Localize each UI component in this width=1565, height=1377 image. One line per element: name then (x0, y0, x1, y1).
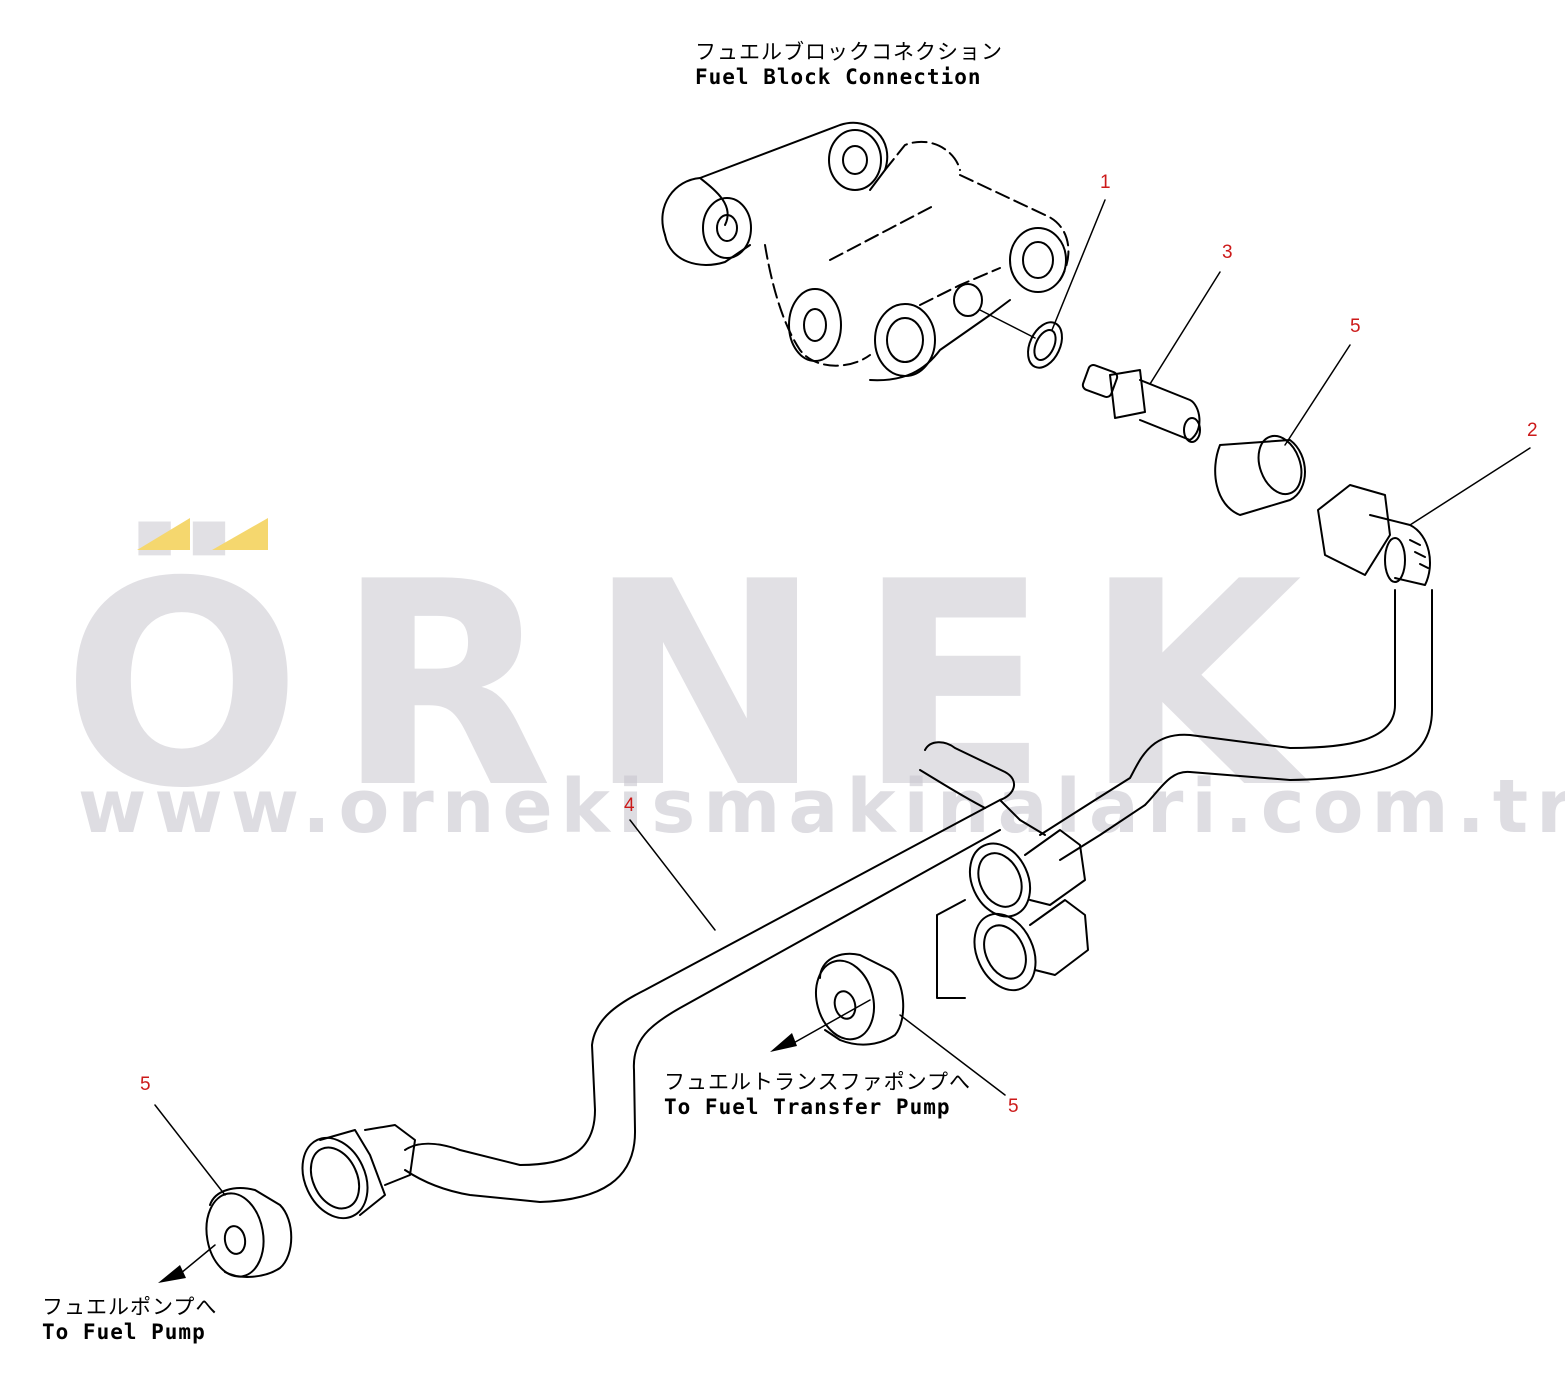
callout-5-top: 5 (1350, 316, 1361, 337)
arrow-transfer-pump (770, 1033, 797, 1052)
arrow-fuel-pump (158, 1265, 186, 1283)
label-fuel-block-en: Fuel Block Connection (695, 65, 982, 90)
leader-4 (629, 819, 716, 931)
part-1-o-ring (1027, 321, 1063, 369)
callout-3: 3 (1222, 242, 1233, 263)
leader-5-top (1284, 344, 1351, 446)
part-4-fuel-tube (404, 589, 1433, 1203)
label-transfer-pump-en: To Fuel Transfer Pump (664, 1095, 951, 1120)
fuel-block-connection (661, 121, 1070, 382)
leader-2 (1409, 447, 1531, 526)
label-to-fuel-pump: フュエルポンプへ To Fuel Pump (42, 1295, 217, 1345)
leader-1 (1051, 199, 1106, 331)
part-5-sleeve-top (1214, 434, 1306, 516)
leader-5-mid (899, 1014, 1006, 1096)
label-fuel-block-connection: フュエルブロックコネクション Fuel Block Connection (695, 40, 1003, 90)
watermark-accent-left (137, 518, 190, 550)
leader-lines (154, 199, 1531, 1279)
part-5-cap-left (205, 1187, 293, 1278)
label-to-fuel-transfer-pump: フュエルトランスファポンプへ To Fuel Transfer Pump (664, 1070, 971, 1120)
label-fuel-block-ja: フュエルブロックコネクション (695, 40, 1003, 64)
part-5-cap-mid (815, 952, 905, 1046)
leader-5-left (154, 1104, 226, 1196)
arrow-line-mid (789, 999, 871, 1046)
label-fuel-pump-en: To Fuel Pump (42, 1320, 206, 1345)
callout-5-mid: 5 (1008, 1096, 1019, 1117)
callout-2: 2 (1527, 420, 1538, 441)
part-2-elbow-fitting (1317, 484, 1431, 586)
fuel-pump-end-fitting (301, 1124, 416, 1220)
watermark-brand: ÖRNEK (62, 521, 1337, 850)
watermark-url: www.ornekismakinalari.com.tr (78, 764, 1565, 850)
leader-1b (979, 309, 1036, 339)
part-3-connector (1081, 364, 1201, 443)
transfer-pump-fittings (936, 829, 1089, 999)
label-fuel-pump-ja: フュエルポンプへ (42, 1295, 218, 1319)
watermark-accent-right (212, 518, 268, 550)
label-transfer-pump-ja: フュエルトランスファポンプへ (664, 1070, 971, 1094)
callout-1: 1 (1100, 172, 1111, 193)
callout-5-left: 5 (140, 1074, 151, 1095)
callout-4: 4 (624, 795, 635, 816)
leader-3 (1149, 271, 1221, 385)
